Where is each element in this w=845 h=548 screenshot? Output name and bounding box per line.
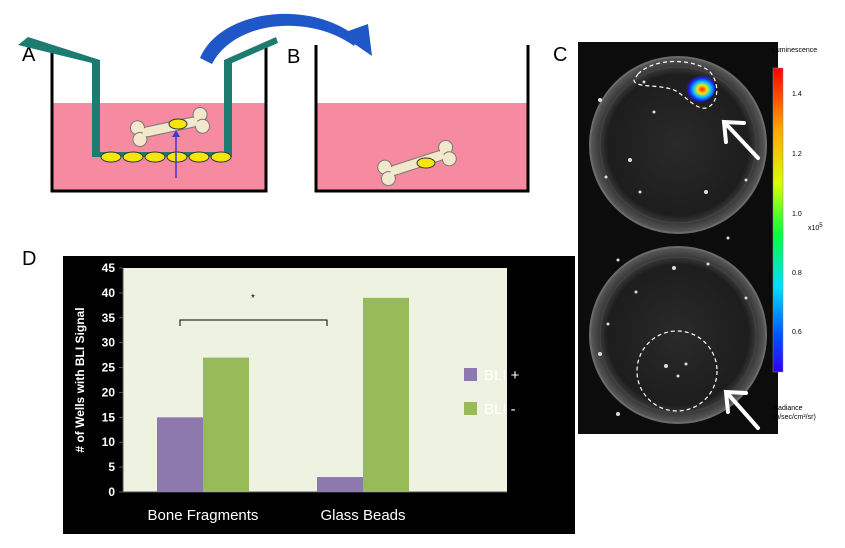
bar-chart: 0 5 10 15 20 25 30 35 40 45 Bone Fragments Glass B…	[63, 256, 575, 534]
y-tick-label: 10	[102, 435, 116, 449]
transfer-arrow	[200, 13, 372, 64]
panel-label-c: C	[553, 44, 568, 66]
y-tick-label: 40	[102, 286, 116, 300]
y-tick-label: 0	[108, 485, 115, 499]
arrow-icon-top	[721, 119, 760, 160]
colorbar-radiance-units: (p/sec/cm²/sr)	[773, 414, 816, 421]
bli-image	[578, 42, 778, 434]
arrow-icon-bottom	[723, 389, 760, 430]
signal-hotspot	[683, 74, 715, 102]
bar-bli-minus-0	[203, 357, 249, 492]
transwell-schematic	[18, 37, 278, 193]
y-tick-label: 15	[102, 410, 116, 424]
colorbar-scale	[772, 67, 784, 373]
colorbar: Luminescence 1.4 1.2 1.0 0.8 0.6 x105 Ra…	[772, 47, 823, 421]
legend-swatch-bli-minus	[464, 402, 477, 415]
colorbar-exponent: x105	[808, 223, 823, 232]
colorbar-radiance: Radiance	[773, 405, 803, 412]
legend-label-bli-plus: BLI +	[484, 367, 520, 384]
category-label: Glass Beads	[320, 507, 405, 524]
colorbar-tick: 1.0	[792, 211, 802, 218]
well-wall-b	[314, 45, 530, 193]
media-well-b	[316, 103, 528, 191]
cell-on-bone	[416, 157, 436, 169]
y-tick-label: 30	[102, 336, 116, 350]
cell-layer	[100, 151, 232, 163]
bar-bli-minus-1	[363, 297, 409, 492]
y-tick-label: 20	[102, 385, 116, 399]
significance-bracket	[179, 319, 328, 326]
transwell-insert	[18, 37, 278, 157]
colorbar-tick: 1.2	[792, 151, 802, 158]
significance-mark: *	[251, 293, 255, 304]
migration-arrow-head	[172, 130, 180, 137]
roi-outline-bottom	[636, 330, 718, 412]
specular-highlights	[598, 80, 748, 416]
colorbar-title: Luminescence	[772, 47, 817, 54]
panel-label-d: D	[22, 248, 37, 270]
well-wall-a	[50, 45, 268, 193]
panel-label-a: A	[22, 44, 36, 66]
well-top	[589, 56, 767, 234]
panel-label-b: B	[287, 46, 301, 68]
bar-bli-plus-1	[317, 477, 363, 492]
roi-outline-top	[633, 60, 718, 109]
legend-swatch-bli-plus	[464, 368, 477, 381]
y-tick-label: 45	[102, 261, 116, 275]
cell-on-bone	[168, 118, 188, 130]
y-tick-label: 35	[102, 311, 116, 325]
colorbar-tick: 0.8	[792, 270, 802, 277]
y-tick-label: 25	[102, 361, 116, 375]
well-schematic-b	[314, 45, 530, 193]
y-axis-label: # of Wells with BLI Signal	[73, 307, 87, 452]
colorbar-tick: 0.6	[792, 329, 802, 336]
y-tick-label: 5	[108, 460, 115, 474]
well-bottom	[589, 246, 767, 424]
bar-bli-plus-0	[157, 417, 203, 492]
category-label: Bone Fragments	[148, 507, 259, 524]
colorbar-tick: 1.4	[792, 91, 802, 98]
media-well-a	[52, 103, 266, 191]
legend-label-bli-minus: BLI -	[484, 401, 516, 418]
